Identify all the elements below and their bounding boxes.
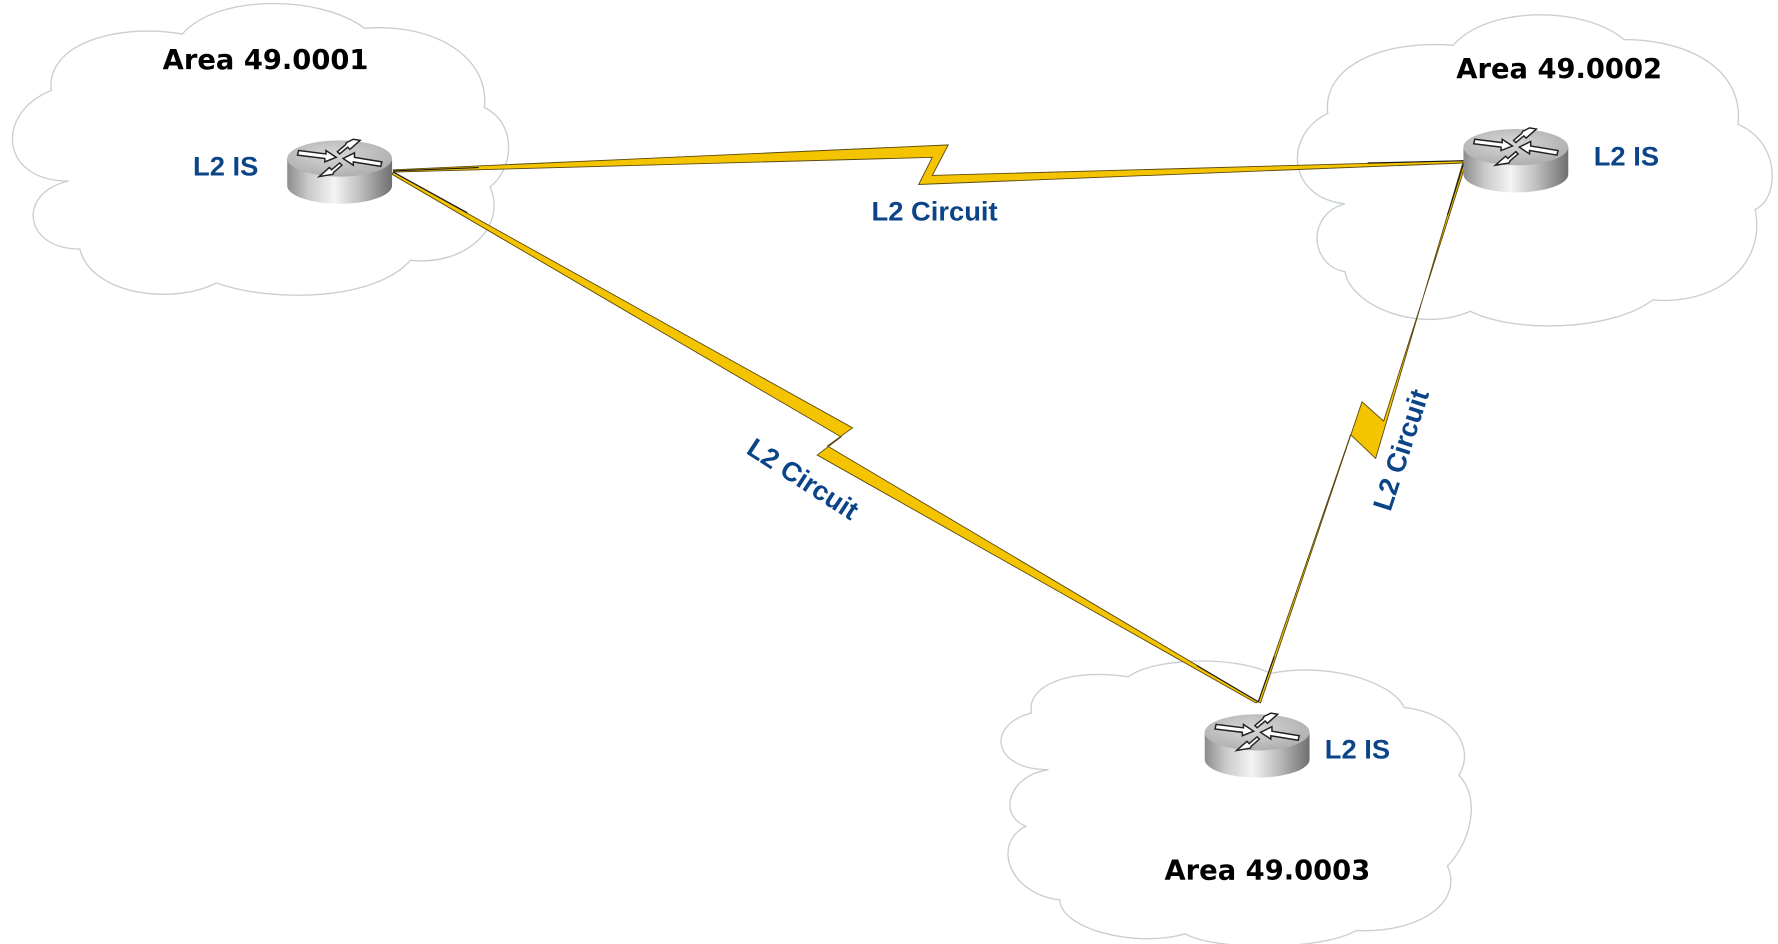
area-label: Area 49.0003 <box>1165 856 1371 887</box>
node-label: L2 IS <box>1325 733 1390 764</box>
node-label: L2 IS <box>193 151 258 182</box>
area-label: Area 49.0002 <box>1456 54 1662 85</box>
serial-link-bolt <box>391 171 1260 704</box>
router-icon[interactable] <box>1462 127 1570 194</box>
area-cloud <box>1000 660 1472 944</box>
router-icon[interactable] <box>1203 712 1311 779</box>
link-label: L2 Circuit <box>872 196 998 227</box>
area-cloud <box>11 2 510 296</box>
node-label: L2 IS <box>1594 140 1659 171</box>
area-label: Area 49.0001 <box>163 45 369 76</box>
link-label: L2 Circuit <box>742 432 865 526</box>
link-r1-r3 <box>391 171 1260 704</box>
router-icon[interactable] <box>286 138 393 205</box>
